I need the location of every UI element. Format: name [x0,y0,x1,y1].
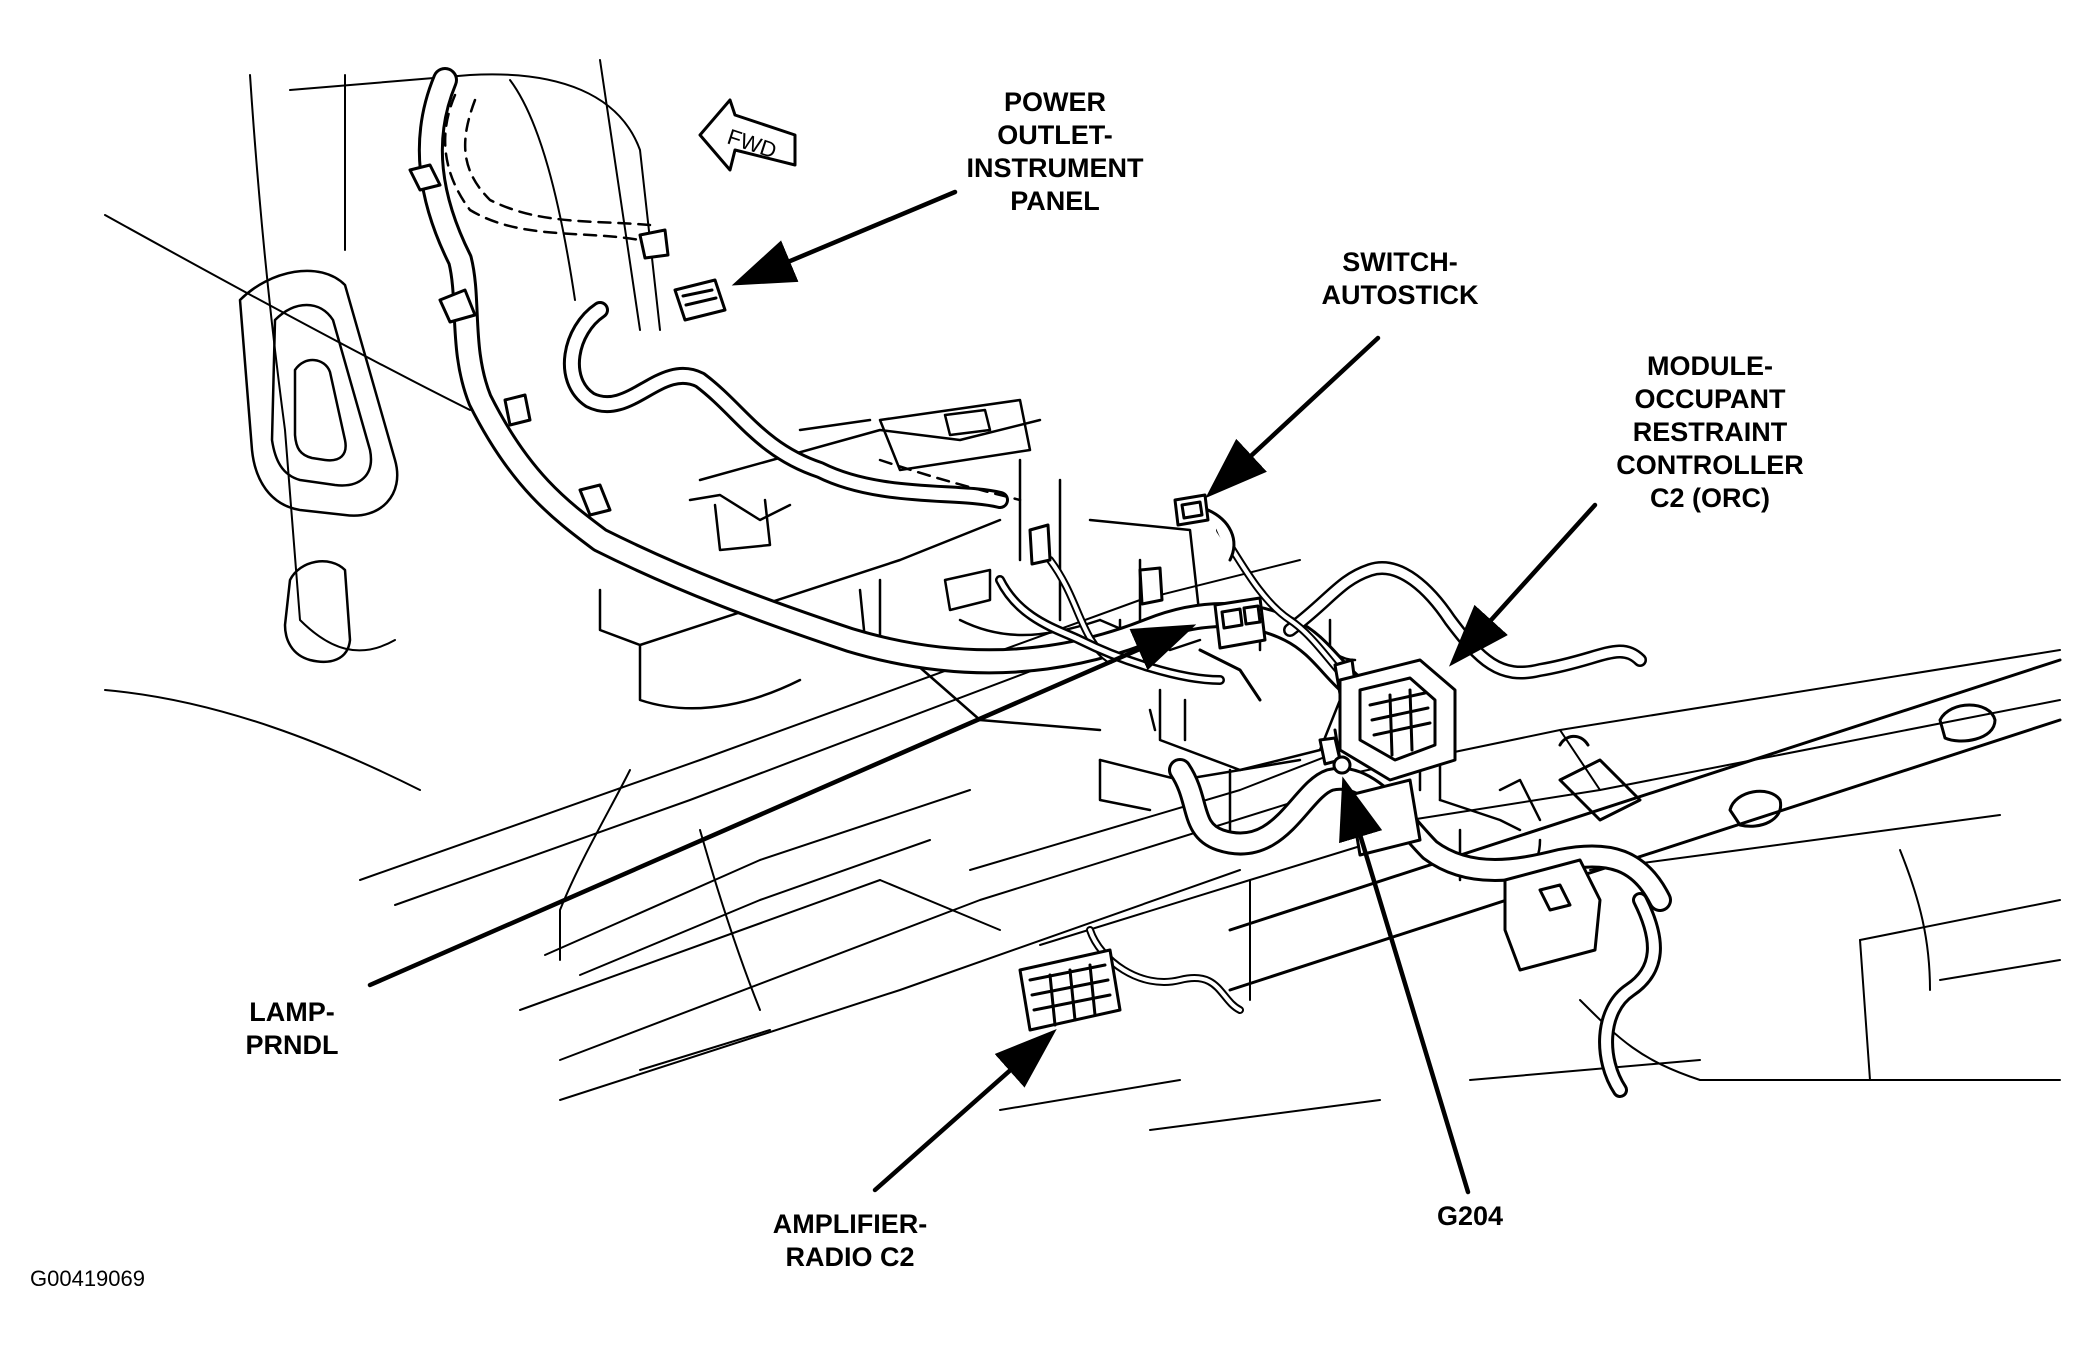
label-power-outlet-line4: PANEL [1010,186,1100,216]
label-module-orc-line4: CONTROLLER [1616,450,1804,480]
label-module-orc-line5: C2 (ORC) [1650,483,1770,513]
beam-connector [1503,858,1602,972]
label-lamp-prndl-line1: LAMP- [249,997,335,1027]
power-outlet-connector [673,278,727,322]
label-amplifier-radio: AMPLIFIER- RADIO C2 [755,1208,945,1274]
harness-clips [408,163,1358,766]
fwd-arrow-icon [698,98,797,172]
label-switch-autostick-line2: AUTOSTICK [1321,280,1479,310]
switch-autostick-connector [1173,493,1236,562]
leader-module-orc [1448,502,1598,667]
label-lamp-prndl: LAMP- PRNDL [232,996,352,1062]
label-module-orc-line1: MODULE- [1647,351,1773,381]
bracket-panel-left [238,269,399,664]
label-power-outlet-line3: INSTRUMENT [966,153,1144,183]
label-power-outlet-line2: OUTLET- [997,120,1113,150]
amplifier-connector [1018,948,1122,1032]
label-switch-autostick-line1: SWITCH- [1342,247,1458,277]
label-power-outlet: POWER OUTLET- INSTRUMENT PANEL [960,86,1150,218]
orc-connector [1338,658,1457,782]
label-module-orc-line2: OCCUPANT [1634,384,1786,414]
label-module-orc-line3: RESTRAINT [1632,417,1788,447]
leader-amplifier-radio [872,1029,1057,1193]
figure-code: G00419069 [30,1266,145,1291]
leader-g204 [1339,776,1471,1195]
label-lamp-prndl-line2: PRNDL [245,1030,339,1060]
label-g204: G204 [1425,1200,1515,1233]
label-g204-text: G204 [1436,1201,1504,1231]
label-amplifier-radio-line2: RADIO C2 [785,1242,915,1272]
hidden-harness [443,93,1022,502]
leader-lines [367,189,1598,1195]
leader-switch-autostick [1205,335,1381,499]
label-switch-autostick: SWITCH- AUTOSTICK [1310,246,1490,312]
label-power-outlet-line1: POWER [1003,87,1106,117]
label-module-orc: MODULE- OCCUPANT RESTRAINT CONTROLLER C2… [1600,350,1820,515]
leader-power-outlet [731,189,958,286]
leader-lamp-prndl [367,624,1197,988]
label-amplifier-radio-line1: AMPLIFIER- [772,1209,928,1239]
lamp-prndl-connector [1198,596,1267,702]
